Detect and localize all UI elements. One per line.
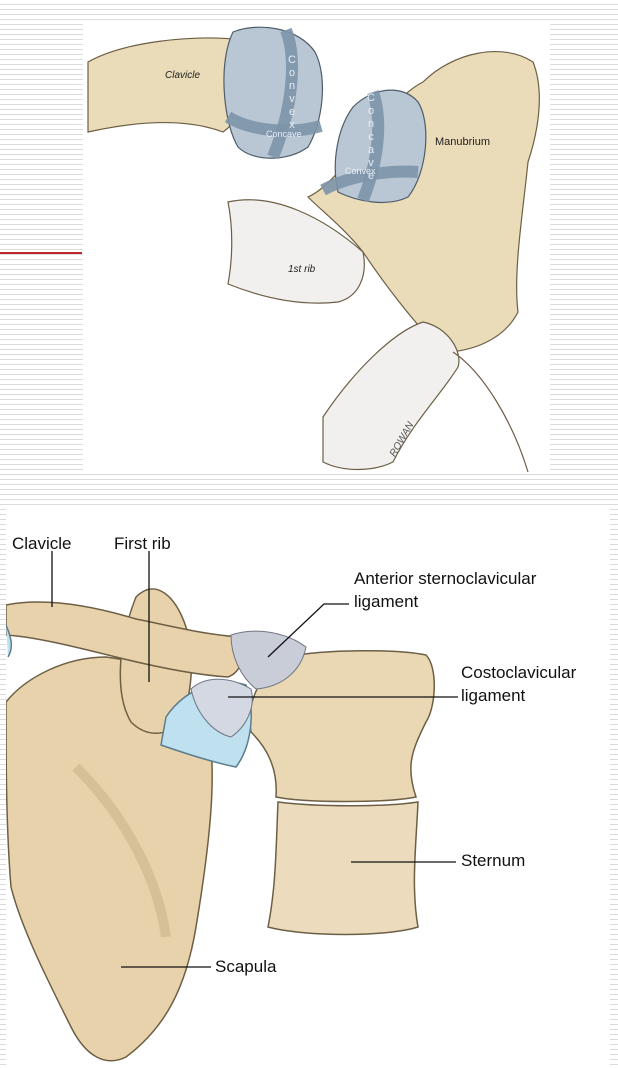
anterior-ligament-leader [267,603,349,658]
top-illustration-svg [87,26,540,473]
scapula-label: Scapula [215,957,277,976]
clavicle-convex-label: Convex [286,54,298,132]
clavicle-concave-label: Concave [266,129,302,139]
first-rib-label: 1st rib [288,264,316,275]
clavicle-convex-band [267,27,298,160]
anterior-ligament-label-line1: Anterior sternoclavicular [354,569,537,588]
first-rib-label: First rib [114,534,171,553]
first-rib-bone [227,199,365,304]
manubrium-concave-band [357,90,385,203]
anterior-ligament-label-line2: ligament [354,592,419,611]
clavicle-label: Clavicle [12,534,72,553]
manubrium-bone [249,650,435,803]
second-rib-bone [322,321,460,471]
clavicle-concave-band [224,111,323,137]
clavicle-label: Clavicle [165,70,201,81]
accent-rule [0,252,82,254]
manubrium-convex-label: Convex [345,166,376,176]
bottom-illustration-svg [6,551,458,1062]
sternum-edge [452,351,529,473]
sternum-body [267,801,419,936]
manubrium-convex-band [320,165,419,196]
scapula-shadow [72,763,171,938]
sternoclavicular-joint-illustration: Clavicle Manubrium 1st rib Convex Concav… [83,22,550,474]
clavicle-left-tip [6,624,13,658]
manubrium-concave-label: Concave [365,92,377,183]
sternum-label: Sternum [461,851,526,870]
costoclavicular-label-line2: ligament [461,686,526,705]
manubrium-label: Manubrium [435,136,491,148]
anterior-sternoclavicular-ligament [230,630,307,690]
manubrium-bone [306,51,540,353]
shoulder-girdle-illustration: Clavicle First rib Anterior sternoclavic… [6,507,610,1069]
costoclavicular-label-line1: Costoclavicular [461,663,577,682]
costoclavicular-ligament [190,678,253,738]
